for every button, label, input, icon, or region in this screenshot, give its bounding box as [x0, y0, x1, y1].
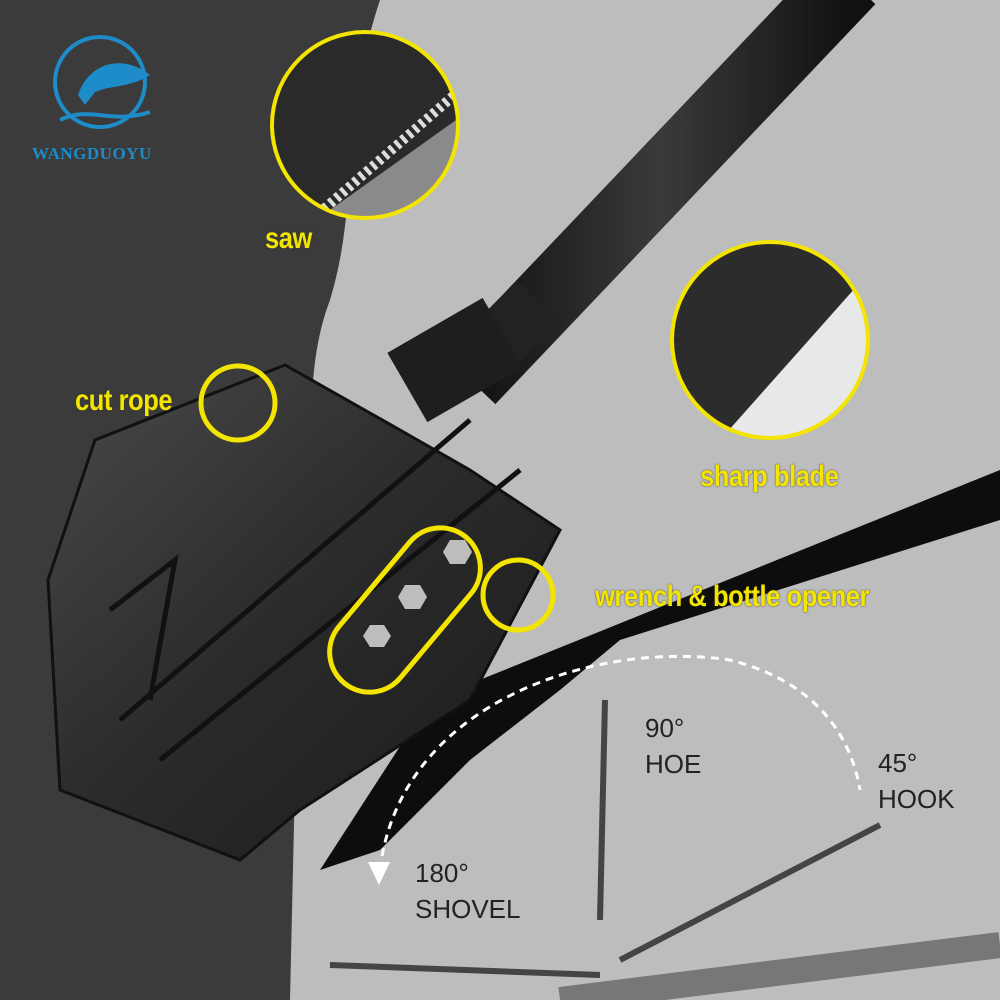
cut-rope-highlight: [198, 363, 278, 443]
label-sharp-blade: sharp blade: [700, 460, 839, 493]
angle-mode: HOE: [645, 749, 702, 779]
rotation-arc: [378, 654, 862, 871]
bottle-opener-highlight: [480, 557, 556, 633]
angle-shovel: 180° SHOVEL: [415, 855, 521, 927]
brand-name: WANGDUOYU: [32, 144, 152, 163]
saw-inset: [272, 32, 458, 218]
angle-mode: SHOVEL: [415, 894, 521, 924]
hinge: [387, 297, 523, 423]
wrench-highlight: [327, 525, 483, 695]
angle-hook: 45° HOOK: [878, 745, 955, 817]
brand-logo: [53, 35, 151, 129]
angle-hoe: 90° HOE: [645, 710, 701, 782]
angle-mode: HOOK: [878, 784, 955, 814]
angle-degree: 45°: [878, 748, 918, 778]
angle-degree: 180°: [415, 858, 469, 888]
label-cut-rope: cut rope: [75, 384, 173, 417]
label-wrench: wrench & bottle opener: [595, 580, 870, 613]
angle-degree: 90°: [645, 713, 685, 743]
label-saw: saw: [265, 222, 312, 255]
arrow-head: [368, 862, 390, 885]
fish-icon: [78, 63, 150, 105]
blade-inset: [672, 242, 868, 438]
shovel-shadow: [320, 470, 1000, 870]
shovel-blade: [46, 363, 562, 862]
